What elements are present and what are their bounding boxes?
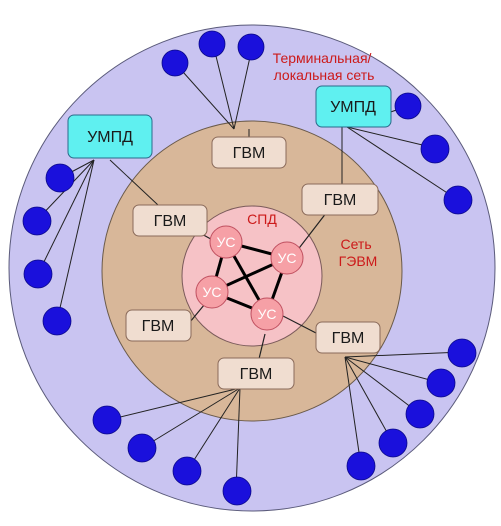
gvm-label: ГВМ (154, 213, 187, 230)
terminal-dot (23, 259, 53, 289)
gvm-box-top: ГВМ (211, 136, 287, 169)
gvm-label: ГВМ (240, 366, 273, 383)
us-node-1: УС (209, 225, 243, 259)
terminal-dot (405, 399, 435, 429)
us-label: УС (216, 234, 235, 250)
terminal-dot (426, 368, 456, 398)
umpd-box-right: УМПД (315, 85, 392, 128)
gvm-label: ГВМ (324, 192, 357, 209)
umpd-label: УМПД (330, 99, 376, 116)
terminal-dot (45, 163, 75, 193)
gvm-box-right: ГВМ (301, 183, 379, 216)
us-label: УС (202, 284, 221, 300)
terminal-dot (447, 338, 477, 368)
gvm-box-left: ГВМ (132, 204, 208, 237)
us-node-2: УС (270, 241, 304, 275)
terminal-dot (92, 405, 122, 435)
gvm-label: ГВМ (142, 318, 175, 335)
terminal-dot (394, 92, 422, 120)
terminal-dot (237, 33, 265, 61)
evm-network-label: Сеть ГЭВМ (339, 236, 378, 269)
terminal-dot (222, 476, 252, 506)
terminal-dot (198, 30, 226, 58)
gvm-label: ГВМ (332, 330, 365, 347)
terminal-network-label-line1: Терминальная/ (273, 50, 372, 66)
terminal-dot (378, 428, 408, 458)
us-node-4: УС (250, 297, 284, 331)
terminal-dot (443, 185, 473, 215)
terminal-dot (127, 433, 157, 463)
us-label: УС (257, 306, 276, 322)
gvm-box-bottom: ГВМ (217, 357, 295, 390)
terminal-dot (42, 306, 72, 336)
us-label: УС (277, 250, 296, 266)
terminal-dot (22, 206, 52, 236)
terminal-network-label: Терминальная/ локальная сеть (273, 50, 376, 83)
terminal-dot (346, 451, 376, 481)
terminal-network-label-line2: локальная сеть (274, 67, 375, 83)
umpd-box-left: УМПД (67, 114, 153, 159)
gvm-box-lower-right: ГВМ (315, 321, 381, 354)
evm-network-label-line2: ГЭВМ (339, 253, 378, 269)
terminals (22, 30, 477, 506)
umpd-label: УМПД (87, 129, 133, 146)
evm-network-label-line1: Сеть (340, 236, 371, 252)
terminal-dot (172, 456, 202, 486)
gvm-label: ГВМ (233, 145, 266, 162)
terminal-dot (161, 49, 189, 77)
terminal-dot (420, 134, 450, 164)
us-node-3: УС (195, 275, 229, 309)
spd-label: СПД (247, 211, 277, 227)
gvm-box-lower-left: ГВМ (125, 309, 192, 342)
